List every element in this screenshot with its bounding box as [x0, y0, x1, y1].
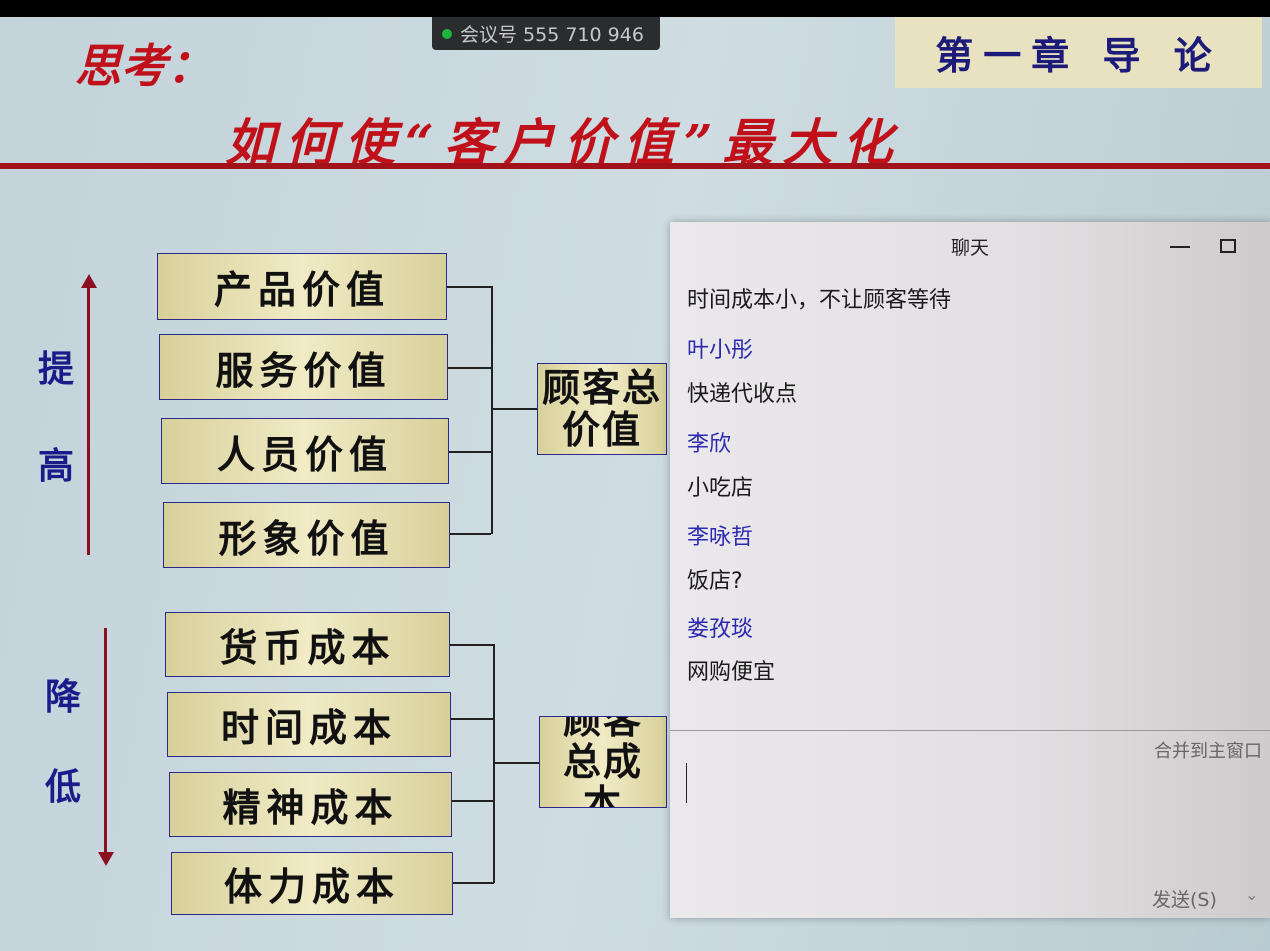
send-button[interactable]: 发送(S): [1152, 889, 1217, 911]
message-text: 小吃店: [687, 476, 754, 501]
chat-window: 聊天 时间成本小，不让顾客等待 叶小彤 快递代收点 李欣 小吃店 李咏哲 饭店?…: [670, 222, 1270, 918]
down-arrow-line: [104, 628, 107, 854]
decrease-char-1: 降: [45, 676, 82, 718]
increase-char-1: 提: [38, 348, 75, 390]
message-sender: 李咏哲: [687, 525, 754, 550]
meeting-id: 会议号 555 710 946: [460, 24, 644, 46]
value-item: 人员价值: [161, 418, 449, 484]
decrease-char-2: 低: [45, 766, 82, 808]
chapter-title: 第一章 导 论: [895, 17, 1262, 88]
chat-title: 聊天: [950, 236, 989, 259]
status-dot-icon: [442, 28, 452, 39]
message-text: 饭店?: [687, 569, 743, 594]
up-arrow-icon: [81, 274, 97, 288]
cost-item: 货币成本: [165, 612, 450, 677]
message-sender: 娄孜琰: [687, 617, 754, 642]
up-arrow-line: [87, 285, 90, 555]
cost-item: 体力成本: [171, 852, 453, 915]
think-label: 思考：: [75, 39, 213, 93]
title-divider: [0, 163, 1270, 169]
merge-to-main-window-button[interactable]: 合并到主窗口: [1154, 741, 1262, 762]
down-arrow-icon: [98, 852, 114, 866]
maximize-icon[interactable]: [1220, 239, 1236, 253]
minimize-icon[interactable]: [1170, 246, 1190, 248]
chat-input[interactable]: [680, 767, 1250, 877]
cost-total-box: 顾客总成本: [539, 716, 667, 808]
message-sender: 叶小彤: [687, 338, 754, 363]
slide-title: 如何使“客户价值”最大化: [225, 113, 903, 172]
increase-char-2: 高: [38, 445, 75, 487]
send-options-chevron-icon[interactable]: ⌄: [1245, 885, 1259, 904]
value-item: 服务价值: [159, 334, 448, 400]
message-sender: 李欣: [687, 432, 732, 457]
message-text: 网购便宜: [687, 660, 776, 685]
text-caret: [686, 763, 687, 803]
value-item: 形象价值: [163, 502, 450, 568]
cost-item: 时间成本: [167, 692, 451, 757]
cost-item: 精神成本: [169, 772, 452, 837]
message-text: 快递代收点: [687, 382, 798, 407]
value-item: 产品价值: [157, 253, 447, 320]
value-total-box: 顾客总价值: [537, 363, 667, 455]
message-text: 时间成本小，不让顾客等待: [687, 288, 952, 313]
meeting-id-badge[interactable]: 会议号 555 710 946: [432, 17, 660, 50]
input-divider: [670, 730, 1270, 731]
